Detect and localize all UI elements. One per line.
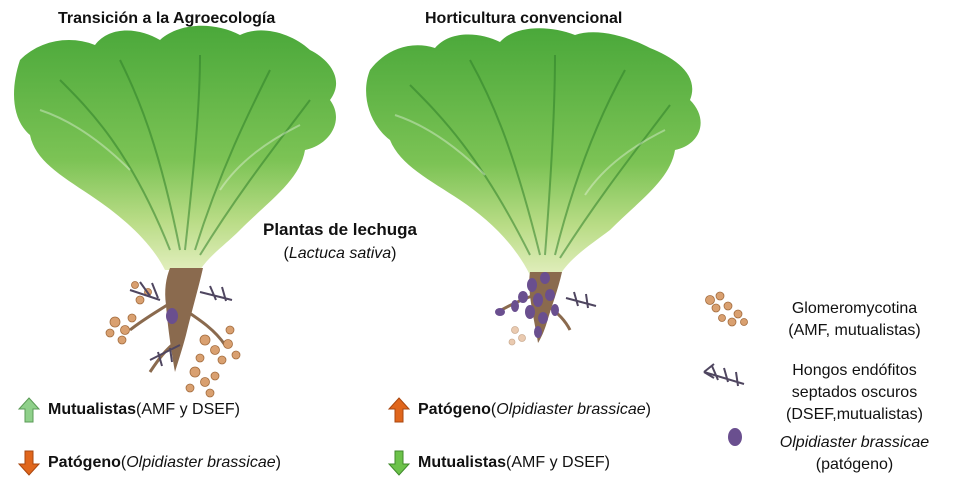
right-amf-spores [508,326,526,346]
up-arrow-icon [17,397,41,423]
down-arrow-icon [17,450,41,476]
right-lettuce-plant [366,28,701,343]
lettuce-label: Plantas de lechuga (Lactuca sativa) [250,218,430,266]
left-lettuce-leaves [14,25,337,270]
down-arrow-icon [387,450,411,476]
left-lettuce-plant [14,25,337,373]
right-mutualists-detail: (AMF y DSEF) [506,454,611,471]
left-pathogen-row: Patógeno (Olpidiaster brassicae) [17,450,281,476]
right-mutualists-row: Mutualistas(AMF y DSEF) [387,450,611,476]
up-arrow-icon [387,397,411,423]
left-mutualists-detail: (AMF y DSEF) [136,401,241,418]
right-mutualists-label: Mutualistas [418,454,507,471]
lettuce-scientific-name: (Lactuca sativa) [283,245,397,262]
left-mutualists-row: Mutualistas(AMF y DSEF) [17,397,241,423]
legend-pathogen-icon [728,428,742,446]
right-pathogen-row: Patógeno (Olpidiaster brassicae) [387,397,651,423]
left-panel-title: Transición a la Agroecología [58,10,276,27]
legend-amf-icon [705,291,748,327]
left-pathogen-species: Olpidiaster brassicae [126,454,276,471]
left-dsef-hyphae [129,281,233,367]
legend-amf: Glomeromycotina (AMF, mutualistas) [788,300,921,339]
lettuce-common-name: Plantas de lechuga [263,220,417,239]
legend-dsef: Hongos endófitos septados oscuros (DSEF,… [786,362,923,423]
right-pathogens [495,272,559,338]
left-mutualists-label: Mutualistas [48,401,137,418]
left-amf-spores [105,281,241,398]
right-pathogen-label: Patógeno [418,401,491,418]
right-pathogen-species: Olpidiaster brassicae [496,401,646,418]
legend-pathogen: Olpidiaster brassicae (patógeno) [779,434,930,473]
right-lettuce-leaves [366,28,701,275]
right-panel-title: Horticultura convencional [425,10,623,27]
left-root [165,268,203,372]
legend-dsef-icon [703,363,745,387]
left-pathogen [166,308,178,324]
right-root [529,272,562,343]
right-dsef-hyphae [565,291,597,309]
left-pathogen-label: Patógeno [48,454,121,471]
